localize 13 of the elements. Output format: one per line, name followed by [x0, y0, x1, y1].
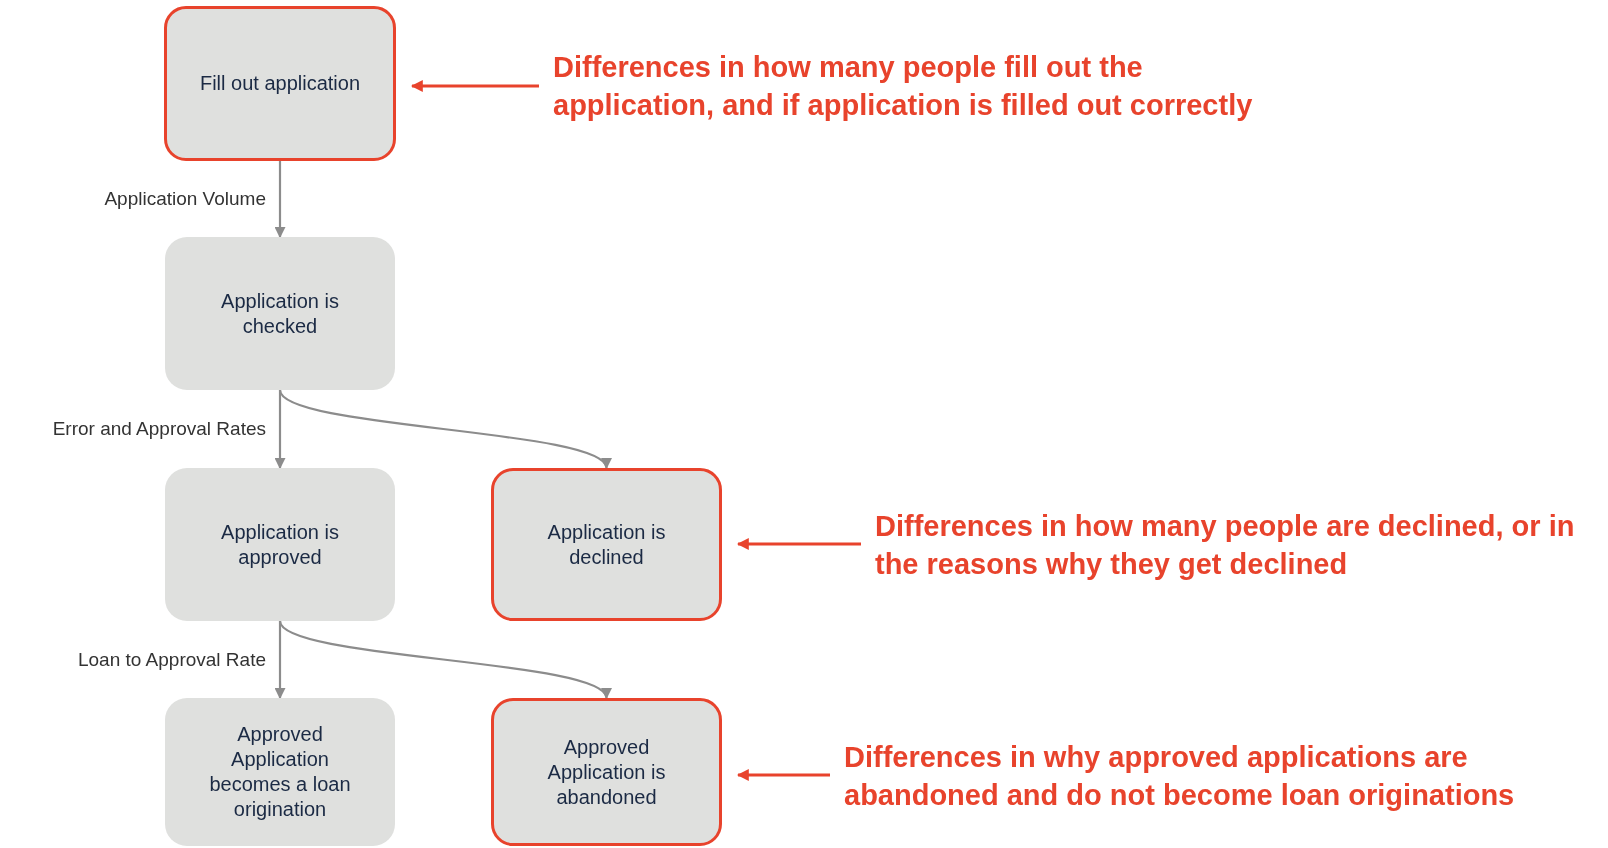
- arrow: [736, 538, 861, 550]
- annotation-text: Differences in how many people are declined, or in the reasons why they get declined: [875, 505, 1575, 585]
- arrow: [410, 80, 539, 92]
- annotation-text: Differences in why approved applications are abandoned and do not become loan originations: [844, 736, 1544, 816]
- arrow: [274, 161, 286, 239]
- arrow: [736, 769, 830, 781]
- process-box: Application is declined: [491, 468, 722, 621]
- process-box: Application is checked: [165, 237, 395, 390]
- process-box: Fill out application: [164, 6, 396, 161]
- process-box: Approved Application is abandoned: [491, 698, 722, 846]
- process-box: Application is approved: [165, 468, 395, 621]
- process-box: Approved Application becomes a loan origination: [165, 698, 395, 846]
- annotation-text: Differences in how many people fill out the application, and if application is filled out correctly: [553, 46, 1253, 126]
